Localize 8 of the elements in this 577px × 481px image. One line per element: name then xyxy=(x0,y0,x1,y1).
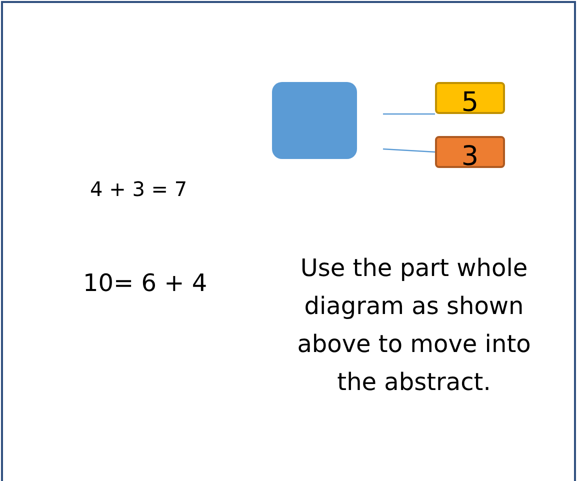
whole-box xyxy=(272,82,357,159)
connector-line xyxy=(383,113,435,115)
part-box: 3 xyxy=(435,136,505,168)
instruction-text: Use the part whole diagram as shown above to move into the abstract. xyxy=(296,253,532,398)
connector-line xyxy=(382,148,436,153)
part-box: 5 xyxy=(435,82,505,114)
equation: 10= 6 + 4 xyxy=(83,269,208,297)
equation: 4 + 3 = 7 xyxy=(90,177,188,201)
